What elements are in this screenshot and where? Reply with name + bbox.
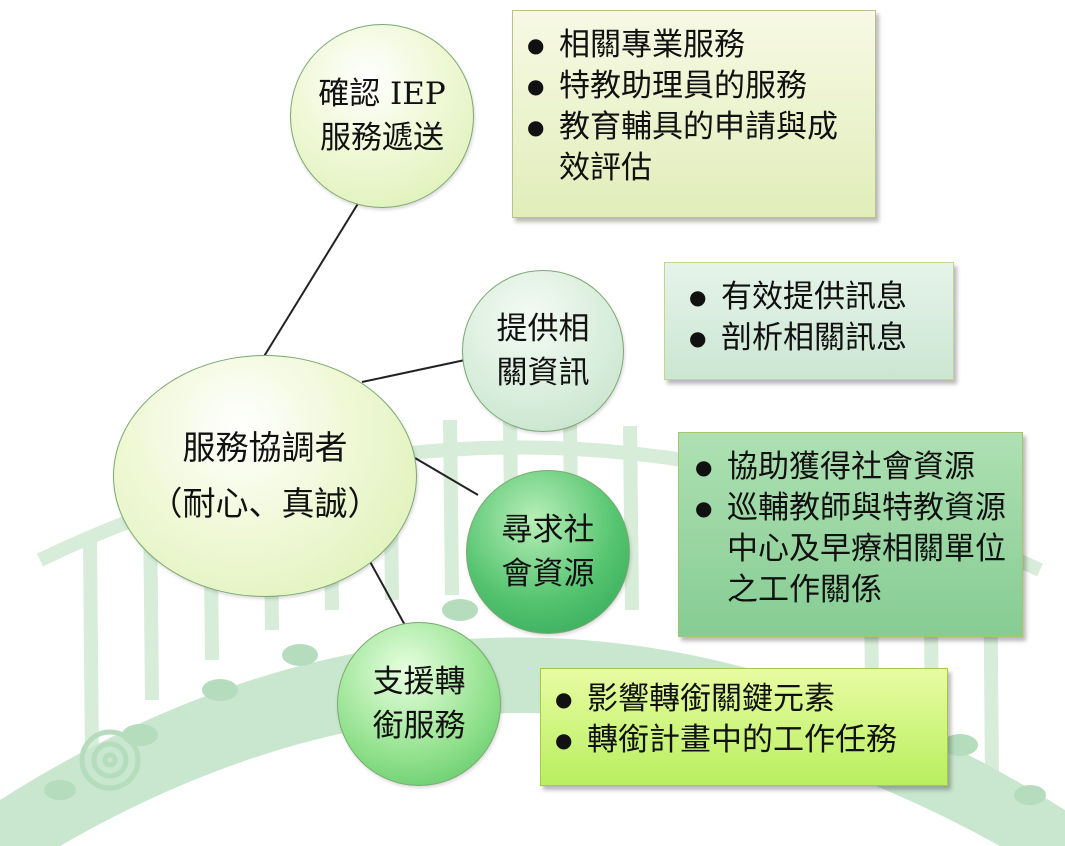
center-node: 服務協調者 （耐心、真誠） — [113, 355, 417, 597]
node-info-line2: 關資訊 — [496, 355, 590, 391]
box-info: 有效提供訊息 剖析相關訊息 — [664, 262, 954, 380]
line-to-resources — [414, 457, 479, 496]
node-info-line1: 提供相 — [496, 311, 590, 347]
box-transition: 影響轉銜關鍵元素 轉銜計畫中的工作任務 — [540, 668, 948, 786]
node-transition-line2: 銜服務 — [372, 708, 466, 744]
box-resources: 協助獲得社會資源 巡輔教師與特教資源中心及早療相關單位之工作關係 — [678, 432, 1023, 637]
node-iep-delivery: 確認 IEP 服務遞送 — [290, 24, 474, 208]
node-resources-line2: 會資源 — [501, 556, 595, 592]
node-transition: 支援轉 銜服務 — [337, 622, 501, 786]
list-item: 影響轉銜關鍵元素 — [549, 679, 935, 720]
list-item: 協助獲得社會資源 — [689, 447, 1012, 488]
node-info: 提供相 關資訊 — [462, 270, 624, 432]
list-item: 相關專業服務 — [521, 25, 863, 66]
node-resources: 尋求社 會資源 — [466, 470, 630, 634]
list-item: 轉銜計畫中的工作任務 — [549, 720, 935, 761]
node-transition-line1: 支援轉 — [372, 664, 466, 700]
list-item: 剖析相關訊息 — [683, 318, 941, 359]
list-item: 巡輔教師與特教資源中心及早療相關單位之工作關係 — [689, 488, 1012, 611]
line-to-info — [361, 359, 466, 383]
list-item: 有效提供訊息 — [683, 277, 941, 318]
center-subtitle: （耐心、真誠） — [149, 484, 381, 523]
node-resources-line1: 尋求社 — [501, 512, 595, 548]
center-title: 服務協調者 — [182, 428, 348, 467]
node-iep-line1: 確認 IEP — [318, 76, 446, 112]
node-iep-line2: 服務遞送 — [320, 120, 444, 156]
list-item: 教育輔具的申請與成效評估 — [521, 107, 863, 189]
list-item: 特教助理員的服務 — [521, 66, 863, 107]
spiral-logo — [79, 729, 141, 791]
line-to-iep — [262, 196, 363, 359]
box-iep-services: 相關專業服務 特教助理員的服務 教育輔具的申請與成效評估 — [512, 10, 876, 218]
